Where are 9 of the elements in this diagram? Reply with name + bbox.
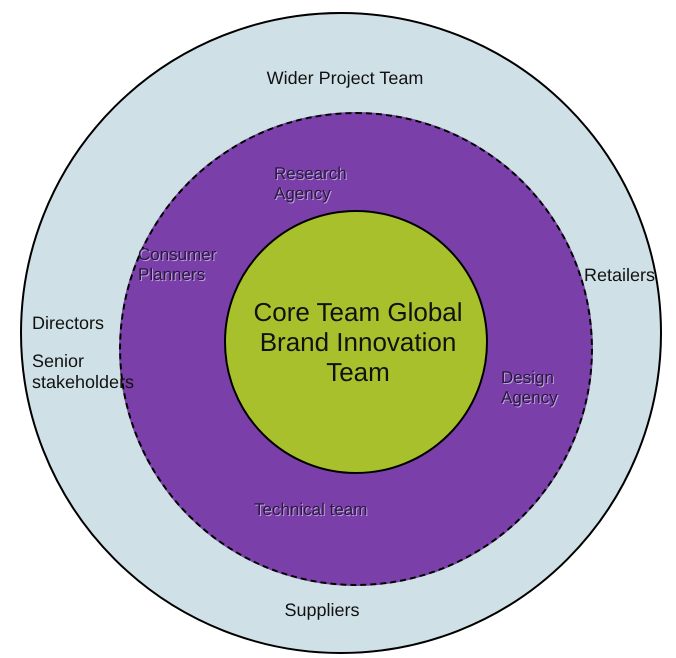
ring-label: Consumer Planners bbox=[138, 245, 218, 284]
core-label: Core Team Global Brand Innovation Team bbox=[252, 298, 464, 388]
ring-label: Research Agency bbox=[274, 164, 348, 204]
ring-label: Design Agency bbox=[501, 368, 559, 408]
ring-label: Wider Project Team bbox=[266, 68, 424, 89]
ring-label: Technical team bbox=[254, 500, 368, 520]
ring-label: Directors bbox=[32, 313, 106, 334]
ring-label: Retailers bbox=[584, 265, 656, 286]
ring-label: Suppliers bbox=[283, 600, 361, 621]
